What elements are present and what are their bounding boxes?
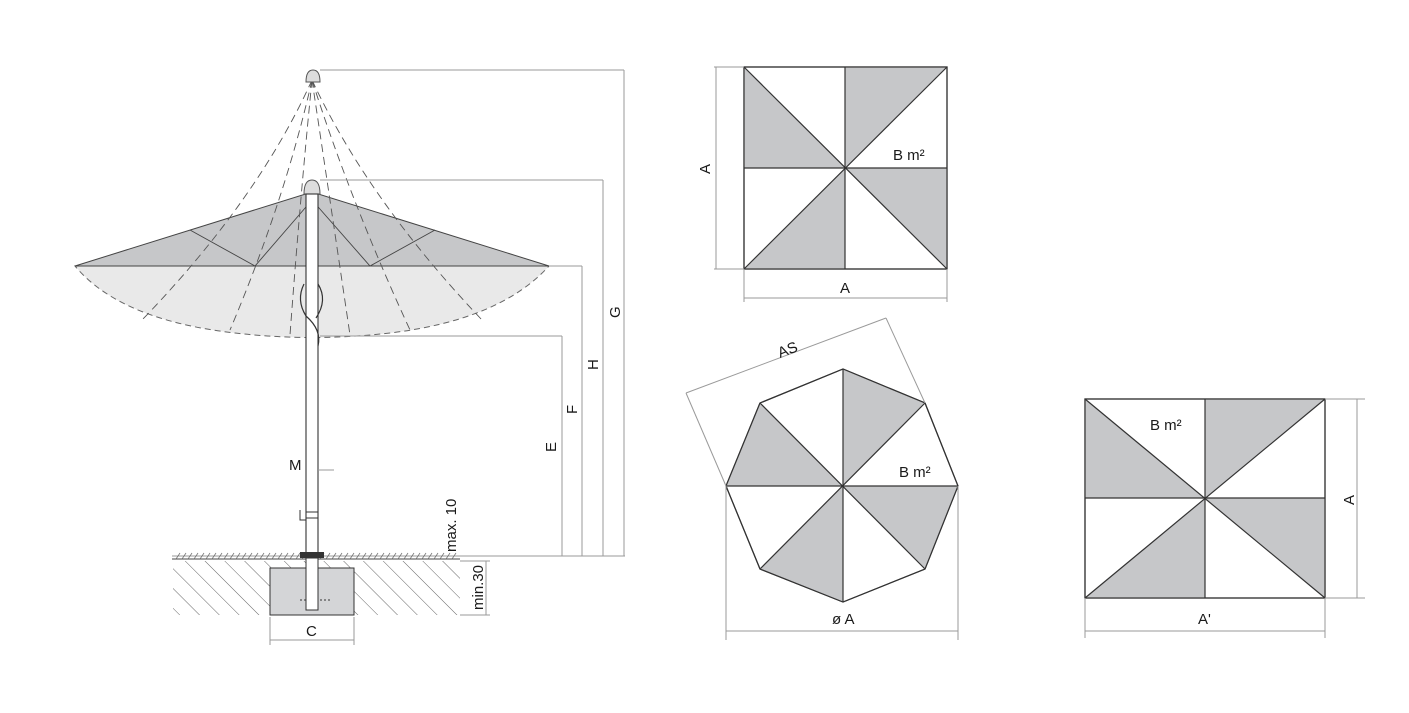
- ground-tick: [385, 552, 391, 560]
- ground-tick: [373, 552, 379, 560]
- label-H: H: [585, 359, 602, 370]
- ground-tick: [427, 552, 433, 560]
- square-label-bottom: A: [840, 280, 850, 297]
- rectangle-label-bottom: A': [1198, 611, 1211, 628]
- square-label-left: A: [697, 164, 714, 174]
- ground-tick: [181, 552, 187, 560]
- ground-tick: [271, 552, 277, 560]
- octagon-label-diameter: ø A: [832, 611, 855, 628]
- label-min30: min.30: [470, 565, 487, 610]
- ground-tick: [211, 552, 217, 560]
- ground-tick: [235, 552, 241, 560]
- rectangle-label-right: A: [1341, 495, 1358, 505]
- label-E: E: [543, 442, 560, 452]
- pole: [305, 193, 319, 559]
- label-C: C: [306, 623, 317, 640]
- ground-tick: [289, 552, 295, 560]
- ground-tick: [253, 552, 259, 560]
- finial-open: [303, 179, 321, 195]
- label-G: G: [607, 306, 624, 318]
- ground-tick: [295, 552, 301, 560]
- octagon-label-as: AS: [775, 339, 800, 362]
- ground-tick: [439, 552, 445, 560]
- ground-tick: [391, 552, 397, 560]
- ground-tick: [355, 552, 361, 560]
- ground-tick: [175, 552, 181, 560]
- ground-tick: [199, 552, 205, 560]
- ground-tick: [247, 552, 253, 560]
- ground-tick: [265, 552, 271, 560]
- ground-tick: [259, 552, 265, 560]
- ground-tick: [193, 552, 199, 560]
- pole-clip: [299, 510, 319, 521]
- label-max10: max. 10: [443, 499, 460, 552]
- ground-tick: [433, 552, 439, 560]
- side-view: E F H G M C max. 10 min.30: [73, 69, 625, 645]
- ground-tick: [217, 552, 223, 560]
- ground-tick: [343, 552, 349, 560]
- ground-tick: [409, 552, 415, 560]
- square-view: A A B m²: [697, 66, 948, 302]
- crank-handle: [299, 283, 324, 347]
- rectangle-view: A A' B m²: [1084, 398, 1365, 638]
- ground-tick: [421, 552, 427, 560]
- ground-tick: [349, 552, 355, 560]
- finial-closed: [305, 69, 321, 83]
- octagon-label-area: B m²: [899, 464, 931, 481]
- ground-tick: [325, 552, 331, 560]
- ground-tick: [283, 552, 289, 560]
- label-F: F: [564, 405, 581, 414]
- label-M: M: [289, 457, 302, 474]
- octagon-view: AS ø A B m²: [685, 317, 959, 640]
- ground-tick: [187, 552, 193, 560]
- ground-tick: [277, 552, 283, 560]
- ground-tick: [367, 552, 373, 560]
- square-label-area: B m²: [893, 147, 925, 164]
- ground-tick: [223, 552, 229, 560]
- closed-canopy-outline: [141, 79, 483, 336]
- ground-tick: [361, 552, 367, 560]
- ground-tick: [415, 552, 421, 560]
- ground-tick: [403, 552, 409, 560]
- ground-tick: [397, 552, 403, 560]
- ground-tick: [379, 552, 385, 560]
- ground-tick: [241, 552, 247, 560]
- rectangle-label-area: B m²: [1150, 417, 1182, 434]
- ground-tick: [337, 552, 343, 560]
- ground-line: [172, 552, 625, 560]
- ground-tick: [205, 552, 211, 560]
- ground-tick: [229, 552, 235, 560]
- ground-tick: [451, 552, 457, 560]
- ground-tick: [445, 552, 451, 560]
- ground-tick: [331, 552, 337, 560]
